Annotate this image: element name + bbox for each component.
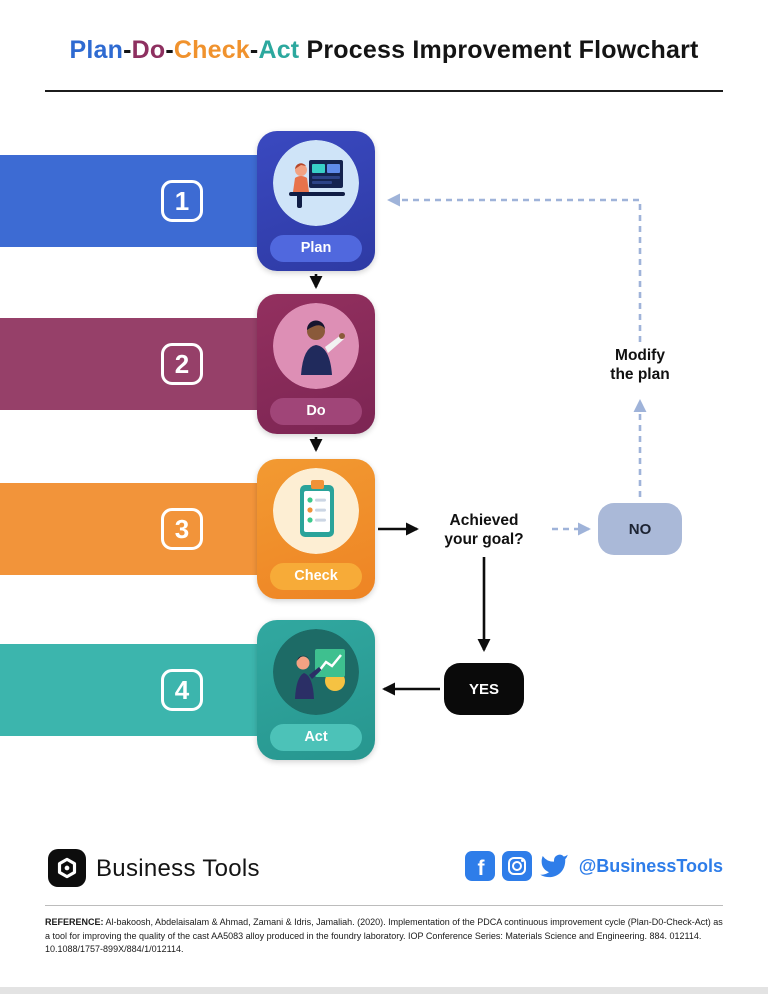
step-number: 3 xyxy=(174,513,190,544)
step-number-badge: 4 xyxy=(161,669,203,711)
facebook-icon: f xyxy=(464,851,495,881)
modify-plan-label: Modify the plan xyxy=(610,347,670,384)
twitter-icon xyxy=(540,854,568,878)
check-illustration xyxy=(273,468,359,554)
social-handle: @BusinessTools xyxy=(578,855,723,876)
step-label-pill: Do xyxy=(270,398,362,425)
step-number: 2 xyxy=(174,348,190,379)
do-illustration xyxy=(273,303,359,389)
step-card-do: Do xyxy=(257,294,375,434)
step-number-badge: 3 xyxy=(161,508,203,550)
step-label-pill: Plan xyxy=(270,235,362,262)
reference-body: Al-bakoosh, Abdelaisalam & Ahmad, Zamani… xyxy=(45,917,723,954)
yes-badge: YES xyxy=(444,663,524,715)
title-divider xyxy=(45,90,723,92)
reference-text: REFERENCE: Al-bakoosh, Abdelaisalam & Ah… xyxy=(45,916,723,957)
act-illustration xyxy=(273,629,359,715)
title-hyphen: - xyxy=(165,36,174,64)
arrow-modify-to-plan-dashed xyxy=(387,193,642,342)
step-number: 1 xyxy=(174,185,190,216)
svg-text:f: f xyxy=(477,857,485,880)
step-label-pill: Check xyxy=(270,563,362,590)
title-hyphen: - xyxy=(123,36,132,64)
title-segment-act: Act xyxy=(258,36,300,64)
title-segment-check: Check xyxy=(173,36,250,64)
step-card-check: Check xyxy=(257,459,375,599)
title-segment-rest: Process Improvement Flowchart xyxy=(299,36,699,64)
page-title: Plan-Do-Check-Act Process Improvement Fl… xyxy=(0,36,768,65)
step-label-pill: Act xyxy=(270,724,362,751)
no-badge: NO xyxy=(598,503,682,555)
title-segment-plan: Plan xyxy=(69,36,124,64)
step-number-badge: 1 xyxy=(161,180,203,222)
step-number-badge: 2 xyxy=(161,343,203,385)
instagram-icon xyxy=(501,851,532,881)
brand-name: Business Tools xyxy=(96,855,260,882)
brand-logo-icon xyxy=(48,849,86,887)
step-card-plan: Plan xyxy=(257,131,375,271)
social-links: f @BusinessTools xyxy=(464,851,723,881)
reference-label: REFERENCE: xyxy=(45,917,104,927)
plan-illustration xyxy=(273,140,359,226)
step-card-act: Act xyxy=(257,620,375,760)
step-number: 4 xyxy=(174,674,190,705)
footer-divider xyxy=(45,905,723,906)
decision-question: Achieved your goal? xyxy=(444,512,524,548)
title-segment-do: Do xyxy=(131,36,166,64)
page-bottom-edge xyxy=(0,987,768,994)
title-hyphen: - xyxy=(249,36,259,64)
